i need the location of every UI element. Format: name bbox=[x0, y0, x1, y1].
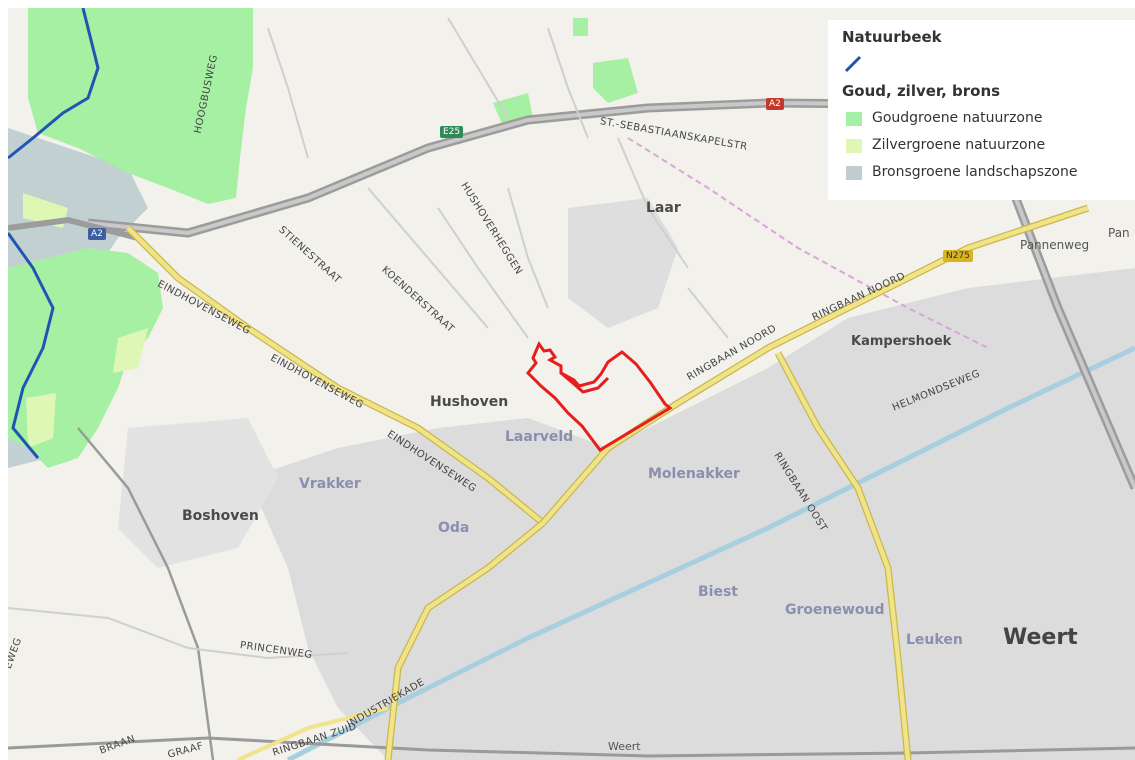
road-south bbox=[237, 706, 389, 760]
road-ringbaan-oost-fill bbox=[776, 351, 911, 760]
goudgroen-zone bbox=[28, 8, 253, 204]
secondary-roads bbox=[8, 17, 729, 660]
motorway-ramp bbox=[8, 216, 139, 241]
natuurbeek-line-swatch bbox=[844, 55, 862, 73]
built-area-laar bbox=[568, 198, 678, 328]
plan-area-inner bbox=[560, 371, 610, 394]
legend-group-title: Goud, zilver, brons bbox=[842, 82, 1001, 100]
bronsgroen-swatch-icon bbox=[846, 166, 862, 180]
natuurbeek-stream-2 bbox=[8, 232, 55, 459]
legend-item-label: Zilvergroene natuurzone bbox=[872, 137, 1046, 153]
road-ringbaan-zuid-fill bbox=[385, 521, 545, 760]
built-area-weert bbox=[248, 268, 1135, 760]
natuurbeek-line-icon bbox=[844, 55, 862, 73]
natuurbeek-stream bbox=[8, 8, 100, 160]
built-area-boshoven bbox=[118, 418, 278, 568]
a2-blue-shield: A2 bbox=[88, 228, 106, 240]
plan-area-outline[interactable] bbox=[525, 340, 673, 452]
dashed-line bbox=[627, 137, 989, 349]
zilvergroen-swatch-icon bbox=[846, 139, 862, 153]
map-viewport[interactable]: A2 E25 N275 A2 Laar Pannenweg Pan Kamper… bbox=[8, 8, 1135, 760]
railway bbox=[8, 736, 1135, 758]
legend-item-label: Bronsgroene landschapszone bbox=[872, 164, 1078, 180]
goudgroen-patch-3 bbox=[573, 18, 588, 36]
zilvergroen-zone-3 bbox=[113, 328, 148, 373]
goudgroen-swatch-icon bbox=[846, 112, 862, 126]
canal bbox=[286, 345, 1135, 760]
n275-shield: N275 bbox=[943, 250, 973, 262]
goudgroen-patch bbox=[593, 58, 638, 103]
railway-2 bbox=[77, 427, 215, 760]
road-eindhovenseweg-fill bbox=[126, 226, 545, 525]
map-legend: Natuurbeek Goud, zilver, brons Goudgroen… bbox=[828, 20, 1135, 200]
legend-title: Natuurbeek bbox=[842, 28, 942, 46]
e25-shield: E25 bbox=[440, 126, 464, 138]
zilvergroen-zone bbox=[26, 393, 56, 448]
road-ringbaan-noord-fill bbox=[541, 205, 1089, 525]
legend-item-label: Goudgroene natuurzone bbox=[872, 110, 1043, 126]
a2-shield: A2 bbox=[766, 98, 784, 110]
